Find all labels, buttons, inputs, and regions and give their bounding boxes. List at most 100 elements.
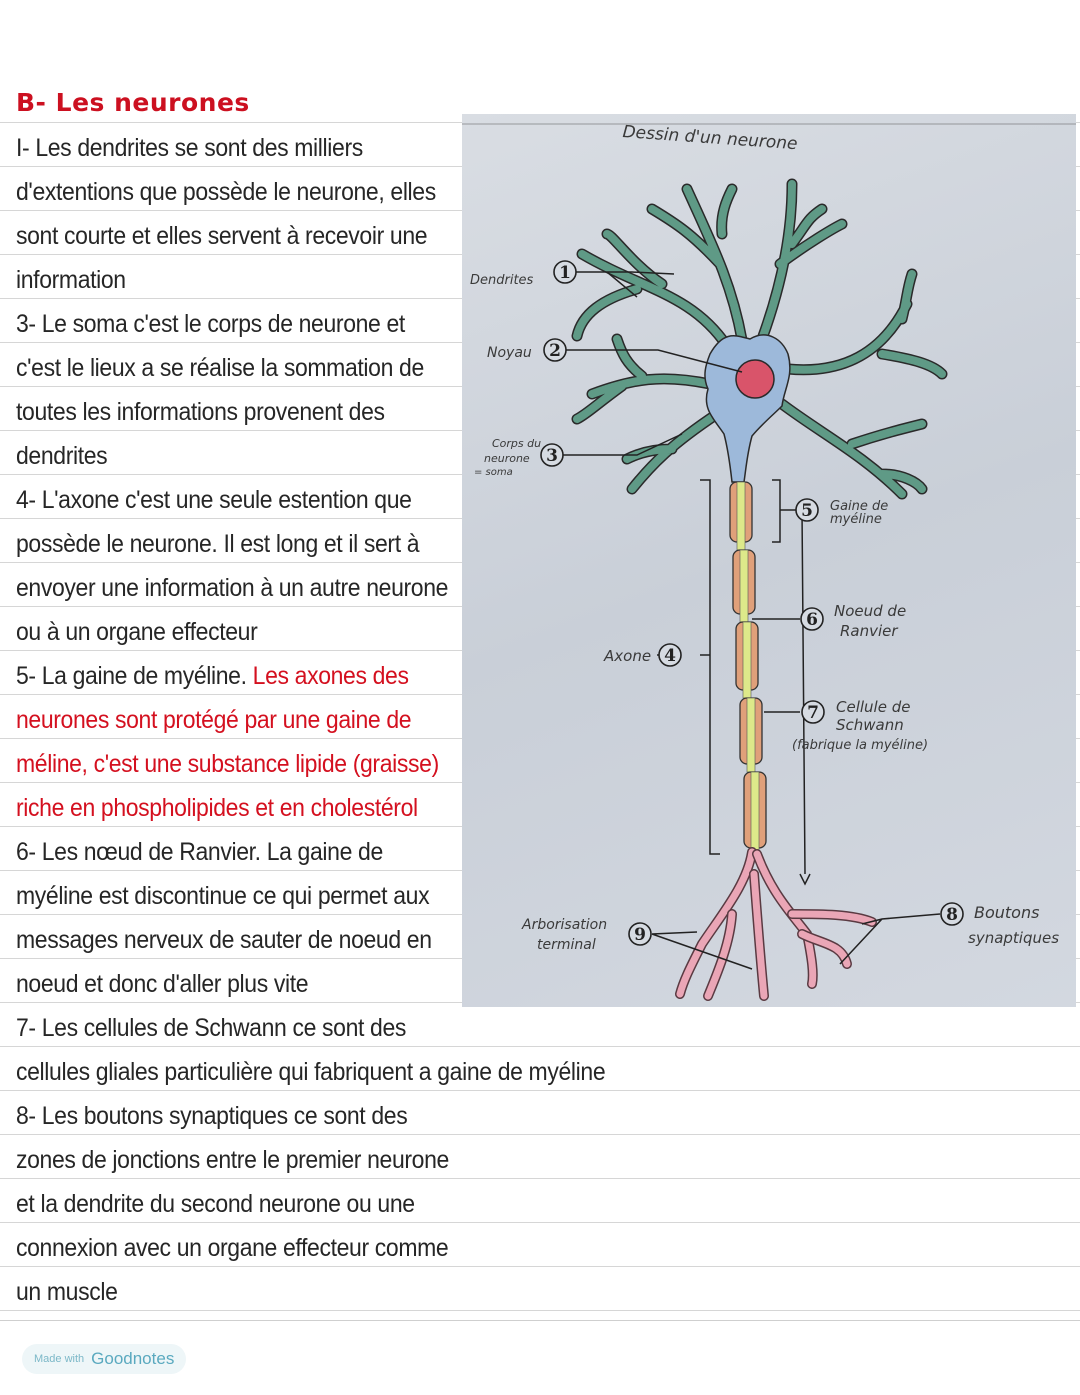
dendrite-branch bbox=[778, 400, 926, 498]
label-boutons-2: synaptiques bbox=[968, 929, 1059, 947]
note-line: noeud et donc d'aller plus vite bbox=[16, 962, 982, 1006]
page-divider bbox=[0, 1320, 1080, 1321]
callout-circle bbox=[658, 643, 682, 667]
axon bbox=[729, 481, 767, 857]
axon-terminals bbox=[675, 847, 877, 1001]
label-schwann-3: (fabrique la myéline) bbox=[792, 738, 928, 753]
note-line: ou à un organe effecteur bbox=[16, 610, 982, 654]
goodnotes-logo-text: Goodnotes bbox=[91, 1349, 175, 1368]
dendrite-branch bbox=[758, 180, 846, 343]
note-line: messages nerveux de sauter de noeud en bbox=[16, 918, 982, 962]
note-text: et la dendrite du second neurone ou une bbox=[16, 1190, 415, 1218]
note-text: 7- Les cellules de Schwann ce sont des bbox=[16, 1014, 407, 1042]
callout-number: 9 bbox=[634, 925, 646, 945]
label-gaine-1: Gaine de bbox=[830, 499, 888, 514]
label-axone: Axone bbox=[603, 647, 651, 665]
note-text-highlight: méline, c'est une substance lipide (grai… bbox=[16, 750, 439, 778]
soma bbox=[704, 334, 791, 483]
axon-core bbox=[739, 549, 749, 623]
label-noeud-1: Noeud de bbox=[834, 602, 906, 620]
notes-text: I- Les dendrites se sont des milliers d'e… bbox=[16, 126, 1066, 1314]
ruled-line bbox=[0, 1090, 1080, 1091]
note-text: cellules gliales particulière qui fabriq… bbox=[16, 1058, 606, 1086]
note-text: d'extentions que possède le neurone, ell… bbox=[16, 178, 436, 206]
note-text: 6- Les nœud de Ranvier. La gaine de bbox=[16, 838, 383, 866]
label-noyau: Noyau bbox=[487, 345, 532, 361]
note-text: 5- La gaine de myéline. bbox=[16, 662, 253, 690]
goodnotes-badge[interactable]: Made with Goodnotes bbox=[22, 1344, 187, 1374]
ruled-line bbox=[0, 1134, 1080, 1135]
callout-number: 1 bbox=[559, 263, 571, 283]
callout-circle bbox=[543, 338, 567, 362]
ruled-line bbox=[0, 1222, 1080, 1223]
note-line: 5- La gaine de myéline. Les axones des bbox=[16, 654, 982, 698]
note-text: possède le neurone. Il est long et il se… bbox=[16, 530, 420, 558]
dendrites bbox=[571, 178, 948, 500]
dendrite-branch bbox=[784, 270, 946, 378]
label-noeud-2: Ranvier bbox=[840, 622, 898, 640]
note-text: myéline est discontinue ce qui permet au… bbox=[16, 882, 430, 910]
callout-circle bbox=[540, 443, 564, 467]
note-text: 4- L'axone c'est une seule estention que bbox=[16, 486, 412, 514]
section-heading: B- Les neurones bbox=[16, 88, 250, 117]
note-text-highlight: Les axones des bbox=[252, 662, 409, 690]
note-line: possède le neurone. Il est long et il se… bbox=[16, 522, 982, 566]
note-text: dendrites bbox=[16, 442, 108, 470]
note-line: d'extentions que possède le neurone, ell… bbox=[16, 170, 982, 214]
note-line: un muscle bbox=[16, 1270, 982, 1314]
note-text: ou à un organe effecteur bbox=[16, 618, 258, 646]
terminal-branch bbox=[676, 848, 756, 998]
note-text: information bbox=[16, 266, 126, 294]
axon-core bbox=[742, 621, 752, 699]
note-line: 6- Les nœud de Ranvier. La gaine de bbox=[16, 830, 982, 874]
note-text-highlight: riche en phospholipides et en cholestéro… bbox=[16, 794, 418, 822]
note-line: et la dendrite du second neurone ou une bbox=[16, 1182, 982, 1226]
label-gaine-2: myéline bbox=[830, 512, 882, 527]
note-line: 8- Les boutons synaptiques ce sont des bbox=[16, 1094, 982, 1138]
note-line: zones de jonctions entre le premier neur… bbox=[16, 1138, 982, 1182]
dendrite-branch bbox=[648, 185, 746, 344]
ruled-line bbox=[0, 1266, 1080, 1267]
axon-core bbox=[746, 697, 756, 773]
callout-number: 4 bbox=[664, 646, 676, 666]
note-line: c'est le lieux a se réalise la sommation… bbox=[16, 346, 982, 390]
callout-number: 8 bbox=[946, 905, 958, 925]
note-line: cellules gliales particulière qui fabriq… bbox=[16, 1050, 982, 1094]
callout-circle bbox=[940, 902, 964, 926]
note-line: information bbox=[16, 258, 982, 302]
callout-circle bbox=[795, 498, 819, 522]
callout-number: 6 bbox=[806, 610, 818, 630]
axon-core bbox=[736, 481, 746, 551]
note-text: c'est le lieux a se réalise la sommation… bbox=[16, 354, 424, 382]
note-line: I- Les dendrites se sont des milliers bbox=[16, 126, 982, 170]
ruled-line bbox=[0, 1310, 1080, 1311]
note-line: neurones sont protégé par une gaine de bbox=[16, 698, 982, 742]
note-line: sont courte et elles servent à recevoir … bbox=[16, 214, 982, 258]
note-text: 3- Le soma c'est le corps de neurone et bbox=[16, 310, 405, 338]
label-arbo-1: Arborisation bbox=[521, 917, 607, 933]
note-text: noeud et donc d'aller plus vite bbox=[16, 970, 309, 998]
note-text-highlight: neurones sont protégé par une gaine de bbox=[16, 706, 412, 734]
callout-circle bbox=[628, 922, 652, 946]
callout-circle bbox=[801, 700, 825, 724]
dendrite-branch bbox=[573, 335, 714, 423]
note-line: envoyer une information à un autre neuro… bbox=[16, 566, 982, 610]
note-text: 8- Les boutons synaptiques ce sont des bbox=[16, 1102, 408, 1130]
label-corps-1: Corps du bbox=[492, 437, 541, 450]
dendrite-branch bbox=[623, 410, 721, 493]
note-text: sont courte et elles servent à recevoir … bbox=[16, 222, 428, 250]
label-corps-3: = soma bbox=[474, 467, 513, 478]
note-text: connexion avec un organe effecteur comme bbox=[16, 1234, 449, 1262]
note-line: méline, c'est une substance lipide (grai… bbox=[16, 742, 982, 786]
label-dendrites: Dendrites bbox=[470, 273, 534, 288]
label-schwann-1: Cellule de bbox=[836, 698, 910, 716]
diagram-title: Dessin d'un neurone bbox=[622, 122, 798, 154]
ruled-line bbox=[0, 1046, 1080, 1047]
note-line: connexion avec un organe effecteur comme bbox=[16, 1226, 982, 1270]
made-with-text: Made with bbox=[34, 1353, 85, 1365]
note-line: 7- Les cellules de Schwann ce sont des bbox=[16, 1006, 982, 1050]
note-line: 3- Le soma c'est le corps de neurone et bbox=[16, 302, 982, 346]
